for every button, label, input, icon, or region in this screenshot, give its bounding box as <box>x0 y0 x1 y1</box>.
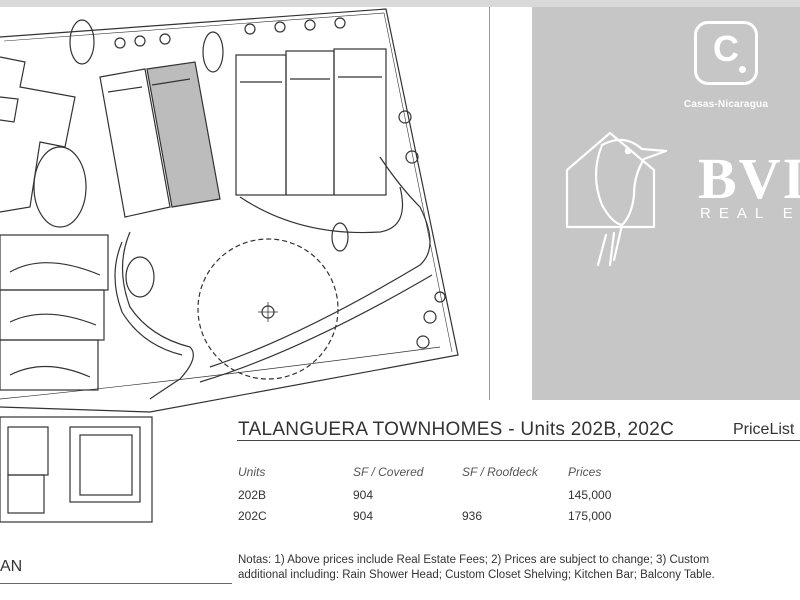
lower-block <box>0 416 153 523</box>
pricelist-label: PriceList <box>733 421 795 438</box>
row-202c-unit: 202C <box>238 509 267 523</box>
divider-line <box>489 7 490 400</box>
header-sf-covered: SF / Covered <box>353 465 424 479</box>
unit-left-3 <box>0 339 99 391</box>
row-202b-unit: 202B <box>238 488 267 502</box>
company-mark: BVI <box>698 146 800 211</box>
logo-letter: C <box>713 28 739 69</box>
top-strip <box>0 0 800 7</box>
header-prices: Prices <box>568 465 602 479</box>
bird-house-icon <box>565 131 668 267</box>
notes-line-1: Notas: 1) Above prices include Real Esta… <box>238 554 710 566</box>
company-subtitle: REAL ESTATE <box>700 205 800 222</box>
title-rule <box>237 440 800 441</box>
logo-name: Casas-Nicaragua <box>683 99 769 110</box>
site-plan <box>0 8 459 523</box>
plan-label: AN <box>0 558 23 575</box>
row-202c-covered: 904 <box>353 509 374 523</box>
notes-line-2: additional including: Rain Shower Head; … <box>238 569 715 581</box>
unit-r2 <box>285 50 335 196</box>
row-202c-price: 175,000 <box>568 509 612 523</box>
unit-r3 <box>333 48 387 196</box>
unit-202b <box>99 68 171 218</box>
casas-nicaragua-logo-icon: C <box>694 21 758 85</box>
notes: Notas: 1) Above prices include Real Esta… <box>238 553 715 583</box>
unit-202c <box>146 61 221 208</box>
document-title: TALANGUERA TOWNHOMES - Units 202B, 202C <box>238 419 675 440</box>
header-units: Units <box>238 465 266 479</box>
row-202b-covered: 904 <box>353 488 374 502</box>
brand-panel: C Casas-Nicaragua BVI REAL ESTATE <box>532 7 800 400</box>
plan-label-rule <box>0 583 232 584</box>
lot-boundary <box>0 8 459 413</box>
header-sf-roofdeck: SF / Roofdeck <box>462 465 538 479</box>
logo-dot <box>739 66 746 73</box>
left-building <box>0 56 76 213</box>
row-202b-price: 145,000 <box>568 488 612 502</box>
row-202c-roofdeck: 936 <box>462 509 483 523</box>
unit-r1 <box>235 54 287 196</box>
